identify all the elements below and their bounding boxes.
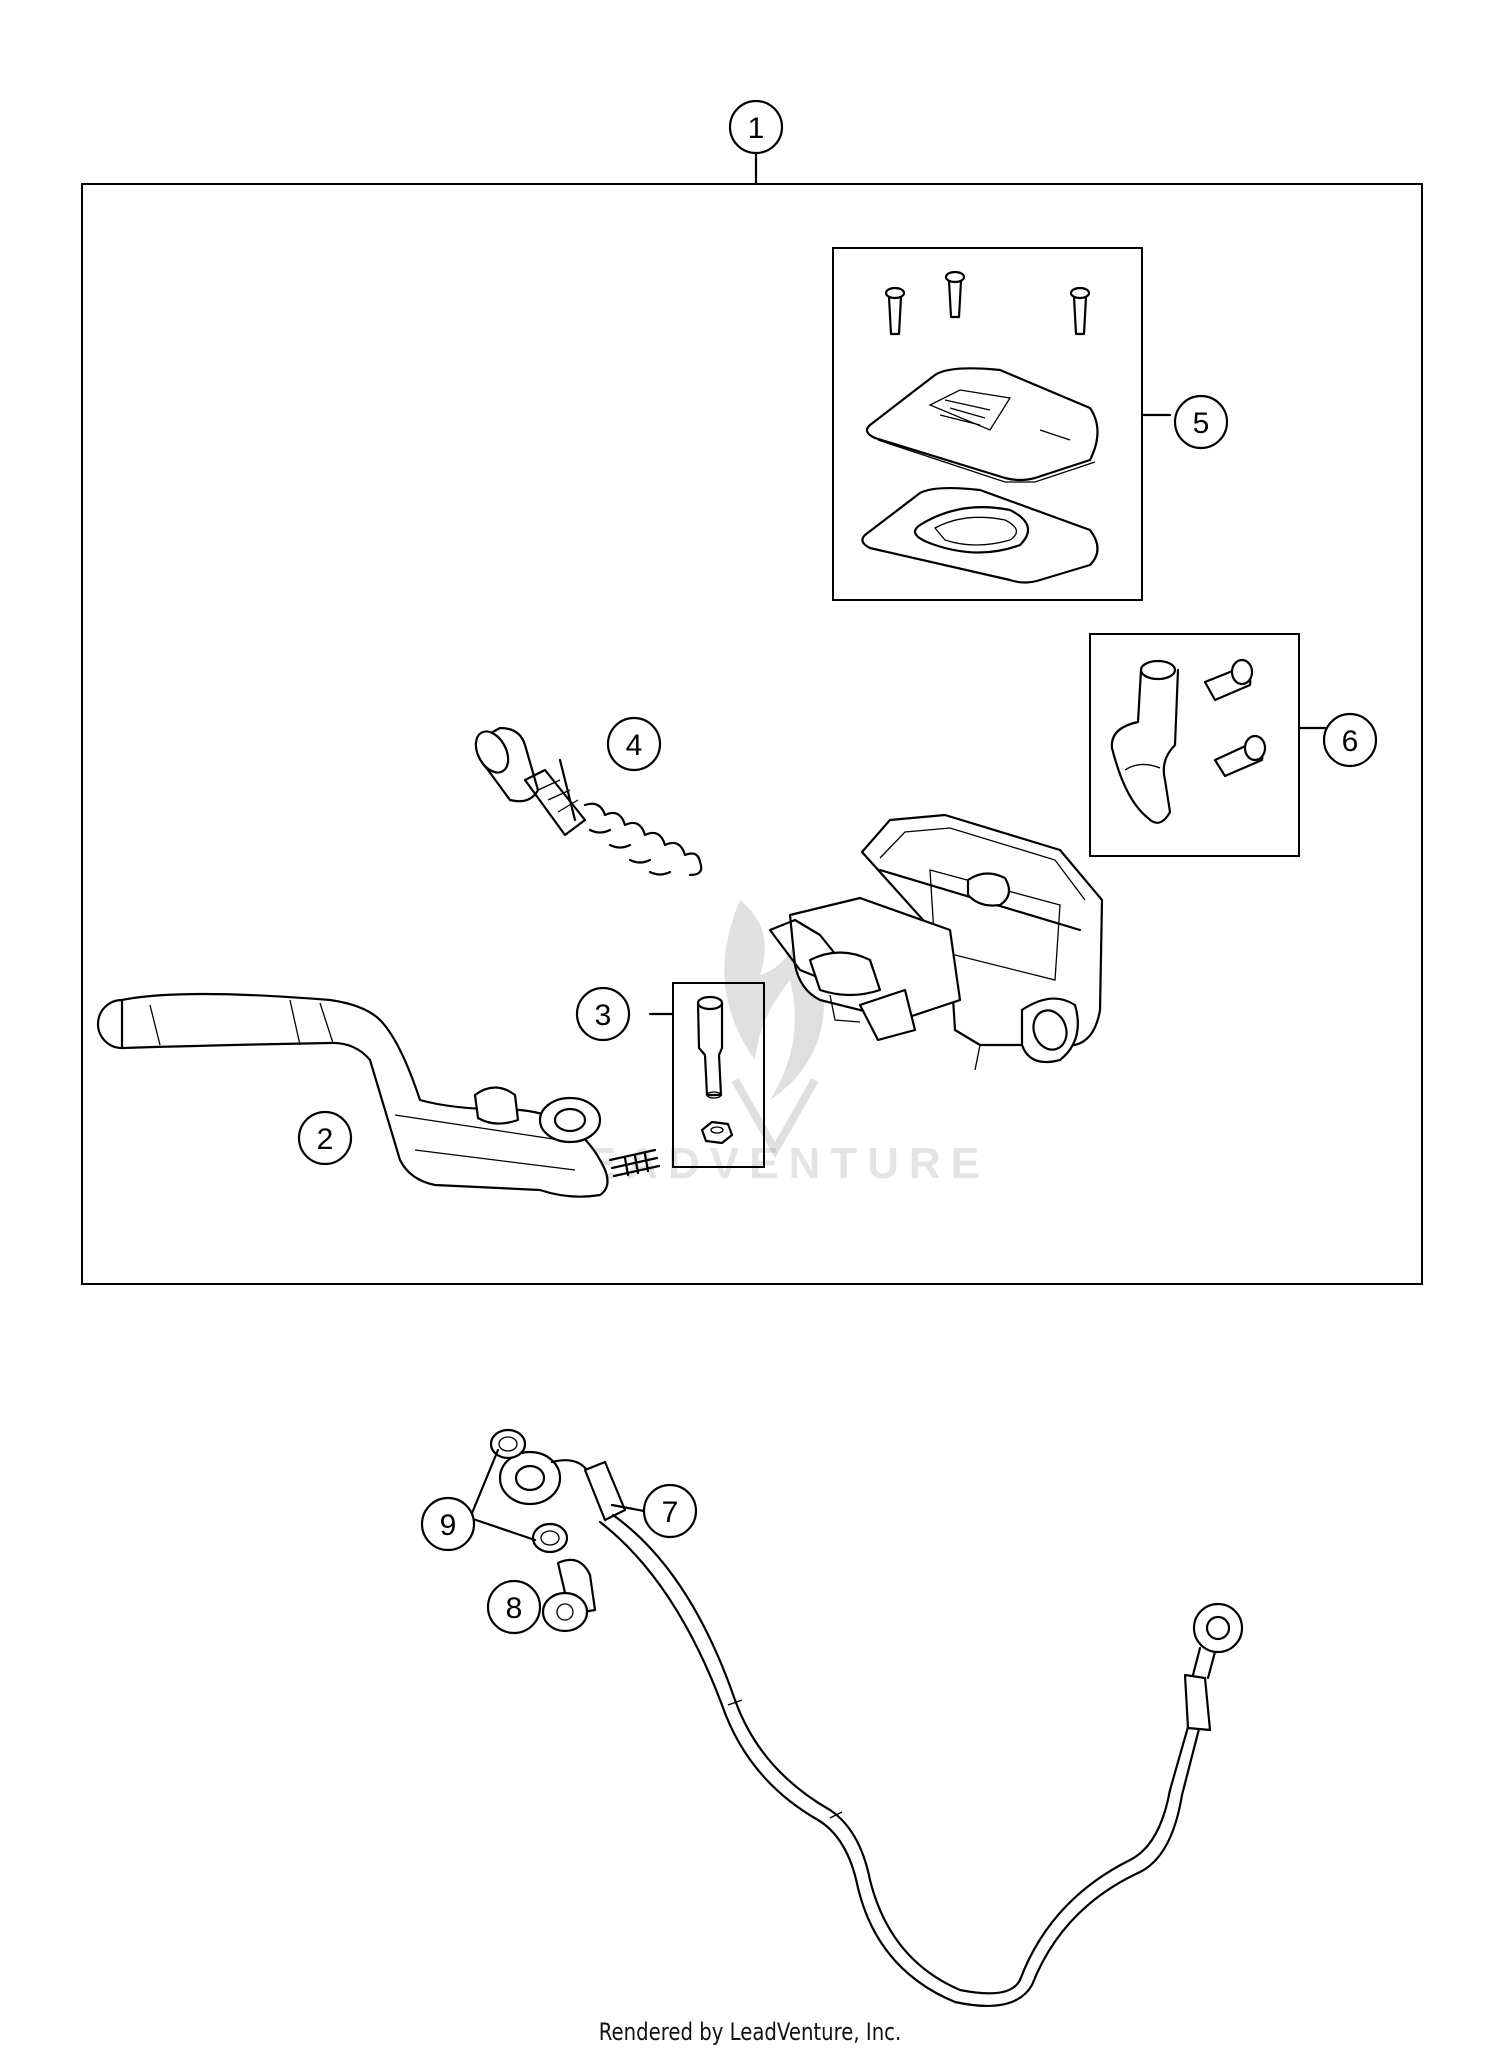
assembly-frame: [81, 183, 1423, 1285]
lock-nut: [700, 1120, 734, 1145]
banjo-bolt: [541, 1558, 597, 1633]
pin-kit-box: [672, 982, 765, 1168]
svg-text:3: 3: [595, 999, 612, 1032]
cover-screws: [884, 270, 1091, 336]
reservoir-cover: [865, 367, 1099, 483]
sealing-rings: [489, 1428, 569, 1554]
handlebar-clamp: [1110, 659, 1180, 824]
clutch-hose: [498, 1450, 1244, 2008]
leader-lines: [468, 413, 1327, 1542]
pivot-pin: [696, 995, 724, 1099]
cover-kit-box: [832, 247, 1143, 601]
svg-text:5: 5: [1193, 407, 1210, 440]
master-cylinder-body: [768, 813, 1104, 1071]
callout-4: 4: [606, 716, 662, 772]
cover-gasket: [861, 486, 1099, 584]
svg-text:7: 7: [662, 1496, 679, 1529]
callout-6: 6: [1322, 712, 1378, 768]
clamp-bolts: [1203, 658, 1267, 778]
svg-text:2: 2: [317, 1123, 334, 1156]
callout-9: 9: [420, 1496, 476, 1552]
svg-text:4: 4: [626, 729, 643, 762]
callout-2: 2: [297, 1110, 353, 1166]
clamp-kit-box: [1089, 633, 1300, 857]
callout-1: 1: [728, 99, 784, 155]
svg-text:8: 8: [506, 1592, 523, 1625]
master-cylinder-piston: [474, 726, 703, 877]
callout-5: 5: [1173, 394, 1229, 450]
clutch-lever: [96, 992, 661, 1198]
svg-text:9: 9: [440, 1509, 457, 1542]
watermark-text: LEADVENTURE: [550, 1139, 990, 1188]
footer-credit: Rendered by LeadVenture, Inc.: [598, 2018, 902, 2046]
svg-text:6: 6: [1342, 725, 1359, 758]
callout-8: 8: [486, 1579, 542, 1635]
callout-7: 7: [642, 1483, 698, 1539]
callout-3: 3: [575, 986, 631, 1042]
svg-text:1: 1: [748, 112, 765, 145]
